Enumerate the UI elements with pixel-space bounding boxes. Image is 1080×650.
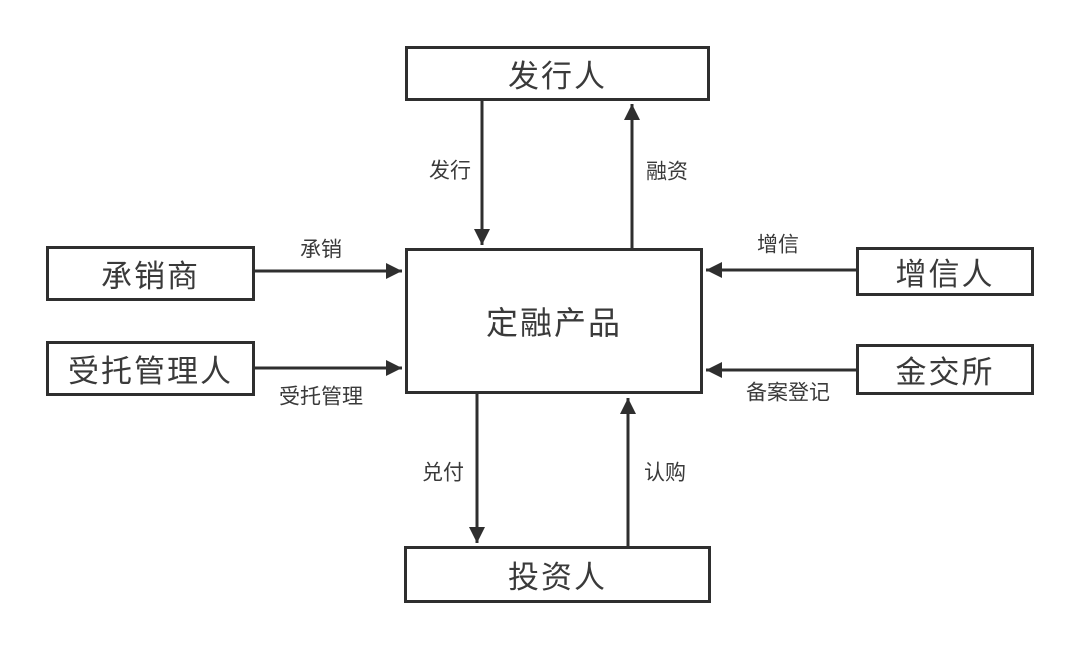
node-exchange: 金交所 — [856, 344, 1034, 395]
edge-label-filing: 备案登记 — [746, 380, 830, 405]
node-credit-enhancer: 增信人 — [856, 247, 1034, 296]
edge-label-issue: 发行 — [429, 158, 471, 183]
edge-label-redemption: 兑付 — [422, 460, 464, 485]
edge-label-credit-enhancement: 增信 — [757, 232, 799, 257]
node-issuer: 发行人 — [405, 46, 710, 101]
node-trustee: 受托管理人 — [46, 341, 255, 396]
edge-label-trust-management: 受托管理 — [279, 384, 363, 409]
node-product: 定融产品 — [405, 248, 703, 394]
edge-label-subscription: 认购 — [644, 460, 686, 485]
node-underwriter: 承销商 — [46, 246, 255, 301]
edge-label-underwriting: 承销 — [300, 237, 342, 262]
node-investor: 投资人 — [404, 546, 711, 603]
edge-label-financing: 融资 — [646, 159, 688, 184]
